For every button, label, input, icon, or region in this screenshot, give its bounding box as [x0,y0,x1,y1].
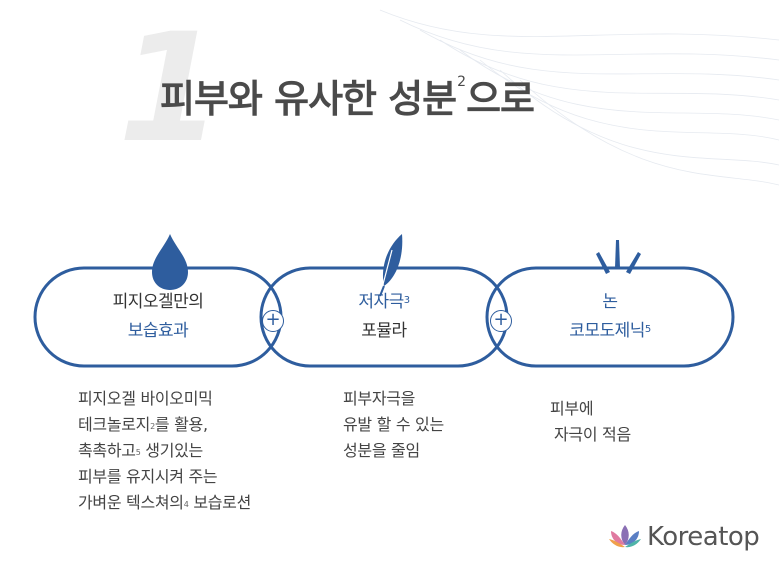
lotus-logo-icon [609,525,641,548]
section-number: 1 [118,2,223,176]
pill-label-1: 피지오겔만의 보습효과 [112,292,204,341]
water-drop-icon [152,234,188,290]
pill-label-3: 논 코모도제닉5 [569,292,651,341]
pill-outline-3 [485,266,735,368]
koreatop-logo: Koreatop [607,522,760,552]
plus-icon-2: + [490,310,512,332]
feather-icon [379,234,403,297]
description-col1: 피지오겔 바이오미믹 테크놀로지2를 활용, 촉촉하고5 생기있는 피부를 유지… [78,389,251,512]
description-col3: 피부에 자극이 적음 [550,399,631,444]
sparkle-icon [596,240,641,274]
pill-label-2: 저자극3 포뮬라 [358,292,410,341]
description-col2: 피부자극을 유발 할 수 있는 성분을 줄임 [343,389,444,460]
logo-text: Koreatop [647,522,760,552]
plus-icon-1: + [262,310,284,332]
page-title: 피부와 유사한 성분2으로 [160,74,535,121]
